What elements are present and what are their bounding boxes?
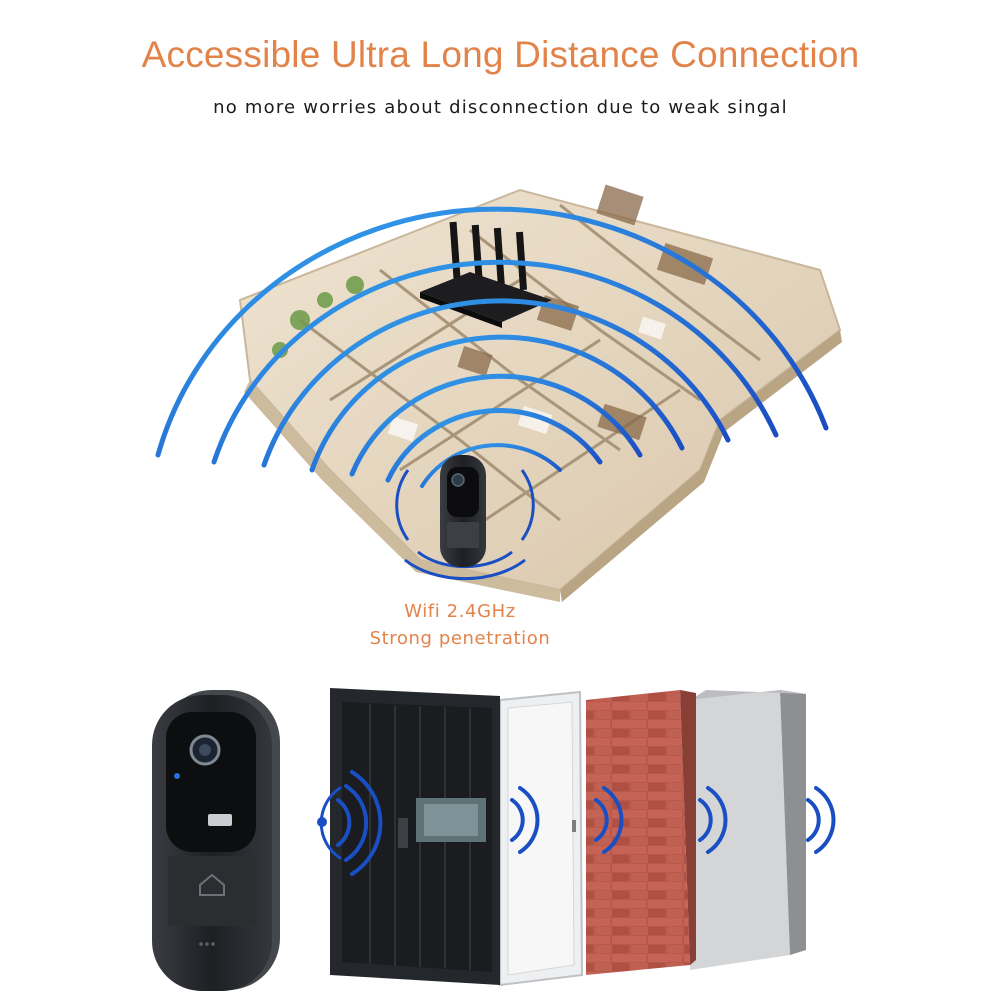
- large-video-doorbell: [152, 690, 280, 991]
- penetration-caption: Strong penetration: [369, 628, 551, 649]
- brick-wall: [586, 690, 696, 975]
- concrete-wall: [690, 690, 806, 970]
- bell-icon: [199, 873, 225, 896]
- white-door: [499, 690, 584, 987]
- video-doorbell-icon: [395, 455, 535, 581]
- page-subtitle: no more worries about disconnection due …: [213, 97, 788, 118]
- penetration-waves: [317, 770, 836, 876]
- wifi-caption: Wifi 2.4GHz: [404, 601, 516, 622]
- page-title: Accessible Ultra Long Distance Connectio…: [141, 34, 860, 75]
- security-door: [330, 688, 500, 985]
- signal-waves-icon: [155, 206, 829, 488]
